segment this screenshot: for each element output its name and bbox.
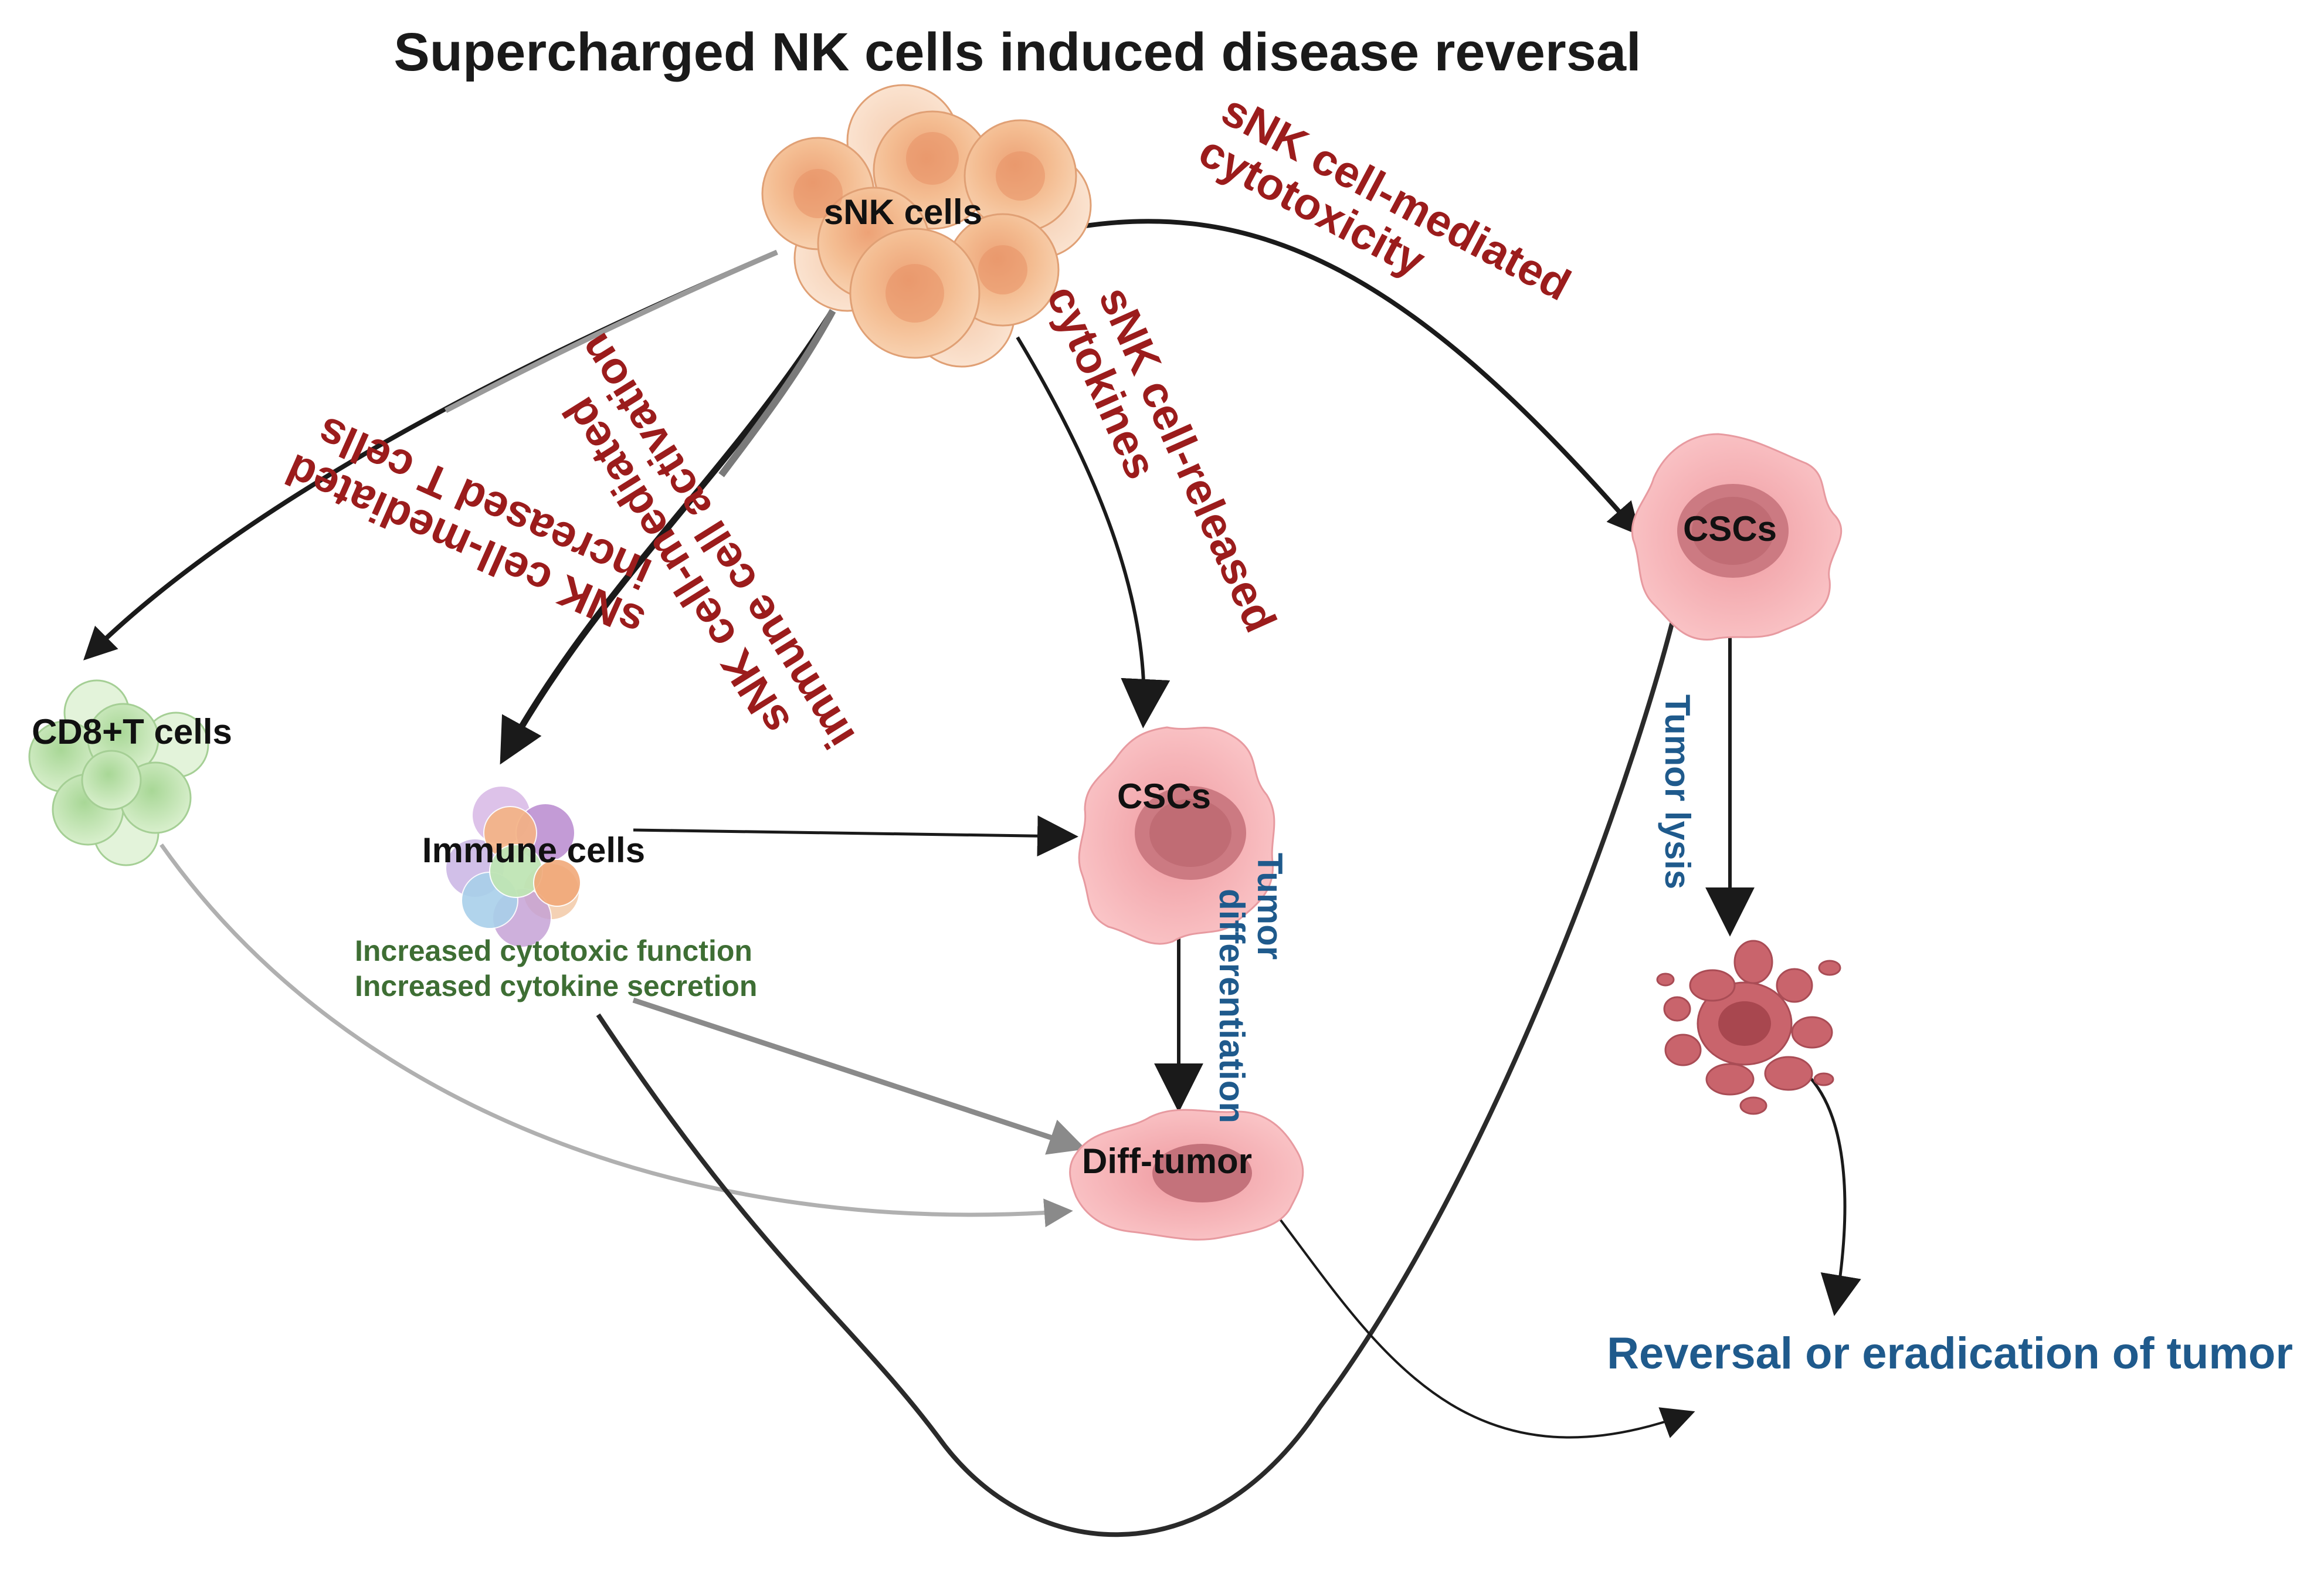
label-differentiation-line1: Tumor — [1250, 853, 1290, 960]
arrow-snk-to-immune-fade — [718, 309, 836, 477]
diff-tumor-label: Diff-tumor — [1082, 1141, 1252, 1181]
label-tumor-differentiation: Tumor differentiation — [1212, 853, 1290, 1123]
label-cytotoxicity: sNK cell-mediated cytotoxicity — [1191, 85, 1579, 310]
csc-middle-label: CSCs — [1117, 777, 1211, 816]
label-lysis-text: Tumor lysis — [1658, 694, 1697, 889]
immune-effect-cytotoxic: Increased cytotoxic function — [355, 934, 752, 967]
csc-right-icon — [1631, 433, 1843, 641]
arrow-snk-to-cd8-fade — [444, 249, 778, 413]
arrow-snk-to-csc-middle — [1016, 336, 1171, 729]
cd8-t-cell-cluster-icon — [28, 679, 209, 866]
arrow-immune-loop-to-csc-right — [596, 571, 1694, 1537]
arrows — [83, 219, 1861, 1537]
immune-effect-cytokine: Increased cytokine secretion — [355, 970, 757, 1002]
snk-cells-label: sNK cells — [824, 192, 982, 232]
immune-cell-cluster-icon — [445, 785, 581, 948]
csc-middle-icon — [1078, 726, 1275, 945]
lysed-tumor-cell-icon — [1656, 940, 1841, 1115]
arrow-snk-to-immune — [500, 309, 836, 765]
label-released-cytokines: sNK cell-released cytokines — [1037, 278, 1285, 639]
arrow-lysis-to-result — [1805, 1072, 1861, 1316]
csc-right-label: CSCs — [1683, 509, 1777, 548]
arrow-immune-to-diff-tumor — [632, 997, 1086, 1155]
label-differentiation-line2: differentiation — [1212, 889, 1251, 1123]
arrow-diff-tumor-to-result — [1277, 1216, 1695, 1439]
snk-nuclei — [793, 132, 1045, 323]
cd8-t-cells-label: CD8+T cells — [32, 712, 232, 751]
arrow-cd8-to-diff-tumor — [160, 843, 1073, 1228]
arrow-snk-to-csc-right — [1052, 219, 1641, 536]
label-tumor-lysis: Tumor lysis — [1658, 694, 1697, 889]
arrow-immune-to-csc-middle — [633, 815, 1078, 857]
immune-cells-label: Immune cells — [422, 831, 645, 870]
diff-tumor-icon — [1069, 1109, 1304, 1241]
page-title: Supercharged NK cells induced disease re… — [393, 22, 1641, 82]
result-label: Reversal or eradication of tumor — [1607, 1329, 2293, 1378]
